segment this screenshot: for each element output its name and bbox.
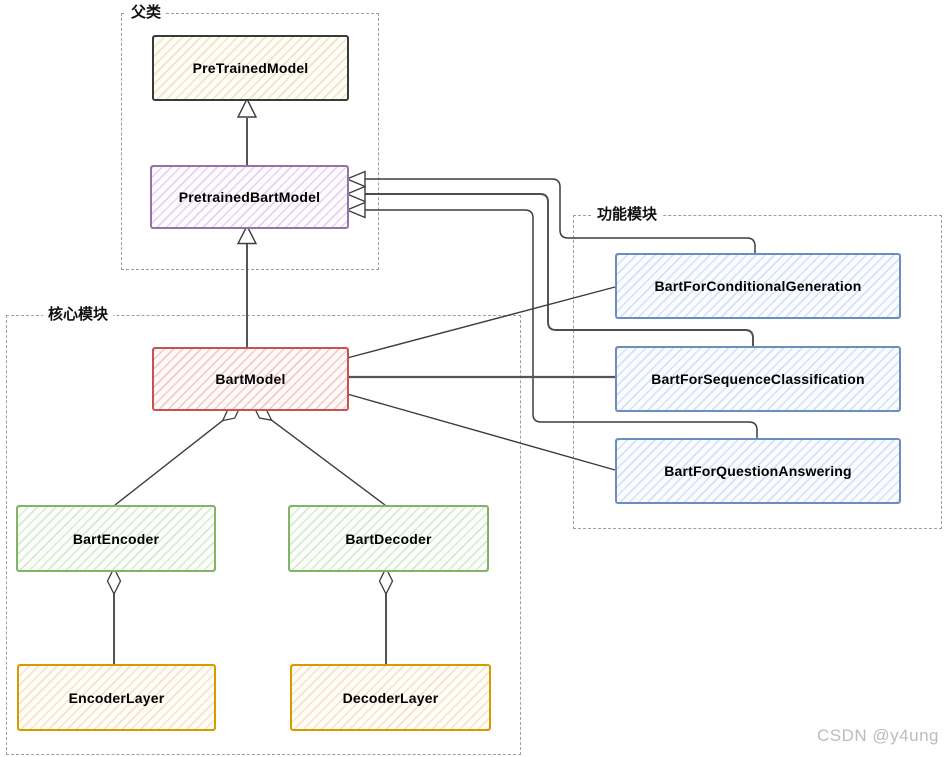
edge-assoc-bartforconditionalgeneration-to-bartmodel [349,286,616,358]
group-parent-label: 父类 [126,3,167,23]
edge-agg-bartdecoder-decoderlayer [378,566,394,664]
node-bartforquestionanswering: BartForQuestionAnswering [615,438,901,504]
node-pretrainedbartmodel-label: PretrainedBartModel [178,189,321,205]
group-functional-modules: 功能模块 [573,205,942,529]
edge-agg-bartencoder-encoderlayer [106,566,122,664]
node-bartforquestionanswering-label: BartForQuestionAnswering [664,463,852,479]
node-bartforsequenceclassification: BartForSequenceClassification [615,346,901,412]
node-encoderlayer: EncoderLayer [17,664,216,731]
node-pretrainedmodel-label: PreTrainedModel [192,60,309,76]
node-decoderlayer: DecoderLayer [290,664,491,731]
node-bartencoder-label: BartEncoder [72,530,160,547]
node-bartforconditionalgeneration: BartForConditionalGeneration [615,253,901,319]
node-pretrainedbartmodel: PretrainedBartModel [150,165,349,229]
edge-inherit-bartforsequenceclassification-to-pretrainedbartmodel [345,185,754,346]
node-encoderlayer-label: EncoderLayer [68,689,165,706]
edge-inherit-bartforconditionalgeneration-to-pretrainedbartmodel [345,170,756,253]
group-core-modules: 核心模块 [6,305,521,755]
edge-inherit-bartmodel-to-pretrainedbartmodel [236,224,258,347]
node-bartdecoder: BartDecoder [288,505,489,572]
node-bartdecoder-label: BartDecoder [345,530,432,547]
edge-assoc-bartforquestionanswering-to-bartmodel [349,395,616,471]
node-pretrainedmodel: PreTrainedModel [152,35,349,101]
node-bartmodel: BartModel [152,347,349,411]
group-core-label: 核心模块 [43,305,114,325]
node-bartmodel-label: BartModel [215,371,286,387]
node-decoderlayer-label: DecoderLayer [342,689,439,706]
edge-inherit-bartforquestionanswering-to-pretrainedbartmodel [345,201,758,438]
edge-agg-bartmodel-bartencoder [114,406,242,506]
node-bartforsequenceclassification-label: BartForSequenceClassification [651,371,865,387]
edge-inherit-pretrainedbartmodel-to-pretrainedmodel [236,97,258,165]
csdn-watermark: CSDN @y4ung [817,726,939,745]
edge-agg-bartmodel-bartdecoder [252,406,386,506]
group-functional-label: 功能模块 [592,205,663,225]
node-bartencoder: BartEncoder [16,505,216,572]
group-parent-classes: 父类 [121,3,379,270]
node-bartforconditionalgeneration-label: BartForConditionalGeneration [654,278,862,294]
